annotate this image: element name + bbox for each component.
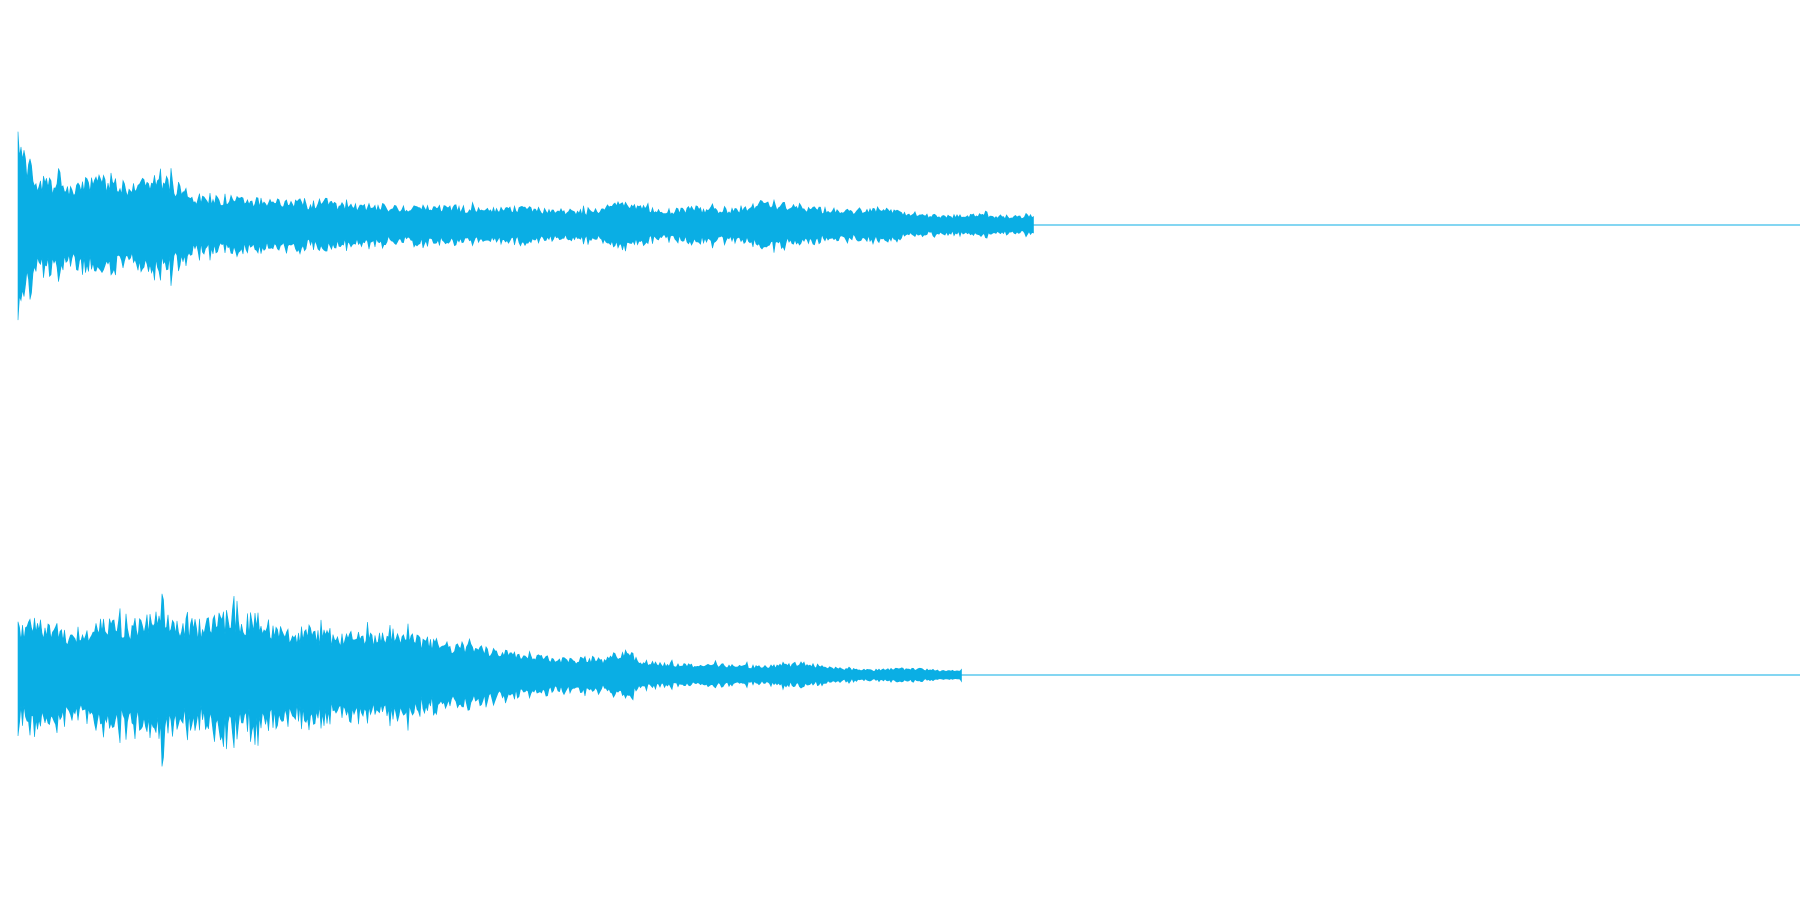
waveform-bottom-svg (17, 593, 1800, 767)
waveform-channel-top (0, 125, 1800, 325)
waveform-top-shape (17, 131, 1034, 321)
waveform-top-svg (17, 131, 1800, 321)
waveform-bottom-shape (17, 593, 962, 767)
waveform-channel-bottom (0, 575, 1800, 775)
